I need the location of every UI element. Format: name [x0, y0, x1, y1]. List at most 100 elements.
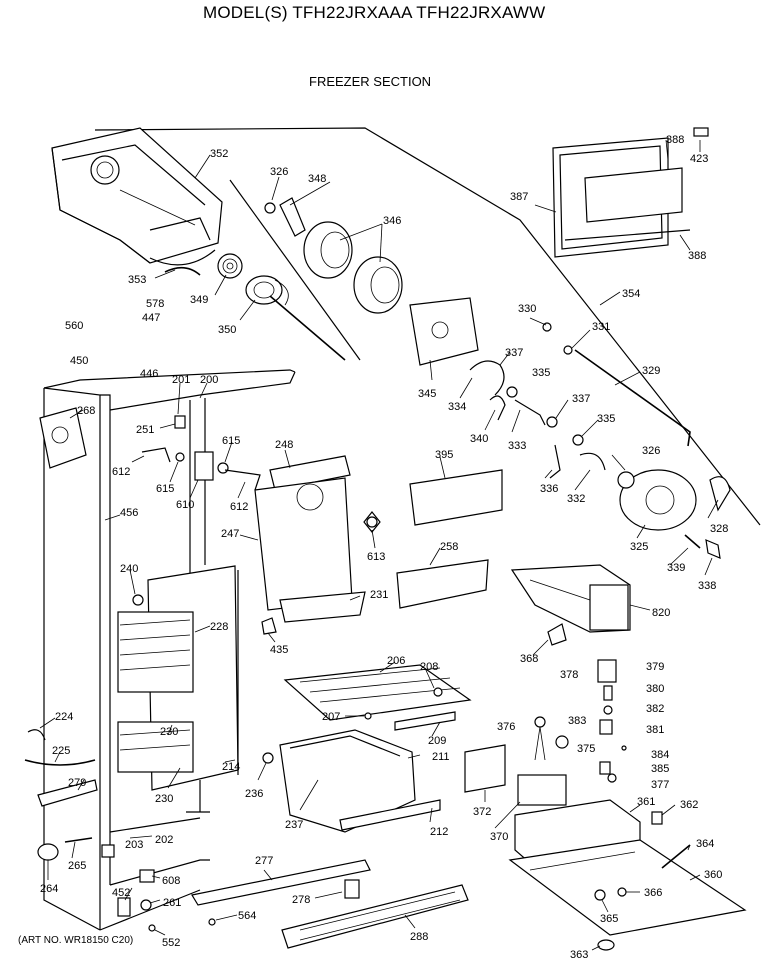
callout-label: 333 — [508, 440, 526, 452]
callout-label: 203 — [125, 839, 143, 851]
model-title: MODEL(S) TFH22JRXAAA TFH22JRXAWW — [203, 3, 546, 22]
callout-label: 376 — [497, 721, 515, 733]
callout-label: 240 — [120, 563, 138, 575]
callout-label: 450 — [70, 355, 88, 367]
callout-label: 560 — [65, 320, 83, 332]
auger-motor — [617, 469, 731, 559]
callout-label: 279 — [68, 777, 86, 789]
callout-label: 230 — [160, 726, 178, 738]
bracket — [279, 197, 306, 237]
callout-label: 612 — [112, 466, 130, 478]
callout-label: 446 — [140, 368, 158, 380]
callout-label: 338 — [698, 580, 716, 592]
callout-label: 231 — [370, 589, 388, 601]
air-duct-cover — [254, 455, 366, 623]
callout-label: 564 — [238, 910, 256, 922]
callout-label: 329 — [642, 365, 660, 377]
bracket-368 — [547, 623, 567, 646]
callout-label: 224 — [55, 711, 73, 723]
callout-label: 613 — [367, 551, 385, 563]
callout-label: 326 — [642, 445, 660, 457]
callout-label: 435 — [270, 644, 288, 656]
callout-label: 268 — [77, 405, 95, 417]
callout-label: 384 — [651, 749, 669, 761]
callout-label: 362 — [680, 799, 698, 811]
drain-parts — [37, 837, 115, 861]
callout-label: 578 — [146, 298, 164, 310]
callout-label: 325 — [630, 541, 648, 553]
callout-label: 209 — [428, 735, 446, 747]
callout-label: 201 — [172, 374, 190, 386]
screw-564 — [208, 918, 216, 926]
machine-compartment — [508, 799, 747, 936]
control-panel — [409, 469, 503, 526]
callout-label: 261 — [163, 897, 181, 909]
leader-lines — [39, 139, 719, 951]
callout-label: 277 — [255, 855, 273, 867]
hinge-parts — [117, 869, 156, 932]
callout-label: 423 — [690, 153, 708, 165]
callout-label: 225 — [52, 745, 70, 757]
callout-label: 332 — [567, 493, 585, 505]
callout-label: 372 — [473, 806, 491, 818]
callout-label: 552 — [162, 937, 180, 949]
callout-label: 615 — [156, 483, 174, 495]
ice-crushers — [303, 221, 403, 314]
callout-label: 208 — [420, 661, 438, 673]
fan-blade — [363, 511, 381, 533]
wire-clips — [141, 415, 261, 491]
grommet-366 — [617, 887, 627, 897]
callout-label: 385 — [651, 763, 669, 775]
callout-label: 363 — [570, 949, 588, 960]
art-number: (ART NO. WR18150 C20) — [18, 935, 134, 946]
basket-clip — [262, 752, 274, 764]
callout-label: 612 — [230, 501, 248, 513]
dispenser-door — [552, 127, 709, 258]
callout-label: 330 — [518, 303, 536, 315]
callout-label: 349 — [190, 294, 208, 306]
callout-label: 278 — [292, 894, 310, 906]
callout-label: 364 — [696, 838, 714, 850]
callout-label: 365 — [600, 913, 618, 925]
light-socket — [39, 407, 87, 469]
callout-label: 380 — [646, 683, 664, 695]
bucket-clip — [164, 266, 201, 276]
callout-label: 382 — [646, 703, 664, 715]
shelf-rail — [394, 711, 456, 731]
callout-label: 615 — [222, 435, 240, 447]
shelf-bumper — [433, 687, 443, 697]
callout-label: 228 — [210, 621, 228, 633]
callout-label: 377 — [651, 779, 669, 791]
callout-label: 336 — [540, 483, 558, 495]
callout-label: 328 — [710, 523, 728, 535]
callout-label: 387 — [510, 191, 528, 203]
shelf-pin — [364, 712, 372, 720]
base-grille — [281, 884, 469, 949]
callout-label: 337 — [505, 347, 523, 359]
wiring-connectors — [534, 716, 569, 761]
valve-parts — [597, 659, 627, 783]
callout-label: 206 — [387, 655, 405, 667]
callout-label: 335 — [532, 367, 550, 379]
spring-364 — [661, 844, 691, 869]
callout-label: 366 — [644, 887, 662, 899]
callout-label: 340 — [470, 433, 488, 445]
callout-label: 352 — [210, 148, 228, 160]
callout-label: 379 — [646, 661, 664, 673]
freezer-basket — [279, 729, 441, 833]
callout-label: 334 — [448, 401, 466, 413]
callout-label: 247 — [221, 528, 239, 540]
callout-label: 335 — [597, 413, 615, 425]
dispenser-linkage — [542, 322, 691, 447]
callout-label: 383 — [568, 715, 586, 727]
callout-label: 353 — [128, 274, 146, 286]
callout-labels: 352 326 348 346 388 423 387 388 353 349 … — [40, 134, 728, 960]
callout-label: 200 — [200, 374, 218, 386]
section-boundary-lines — [94, 127, 761, 526]
callout-label: 237 — [285, 819, 303, 831]
callout-label: 264 — [40, 883, 58, 895]
callout-label: 236 — [245, 788, 263, 800]
callout-label: 348 — [308, 173, 326, 185]
screw — [264, 202, 276, 214]
